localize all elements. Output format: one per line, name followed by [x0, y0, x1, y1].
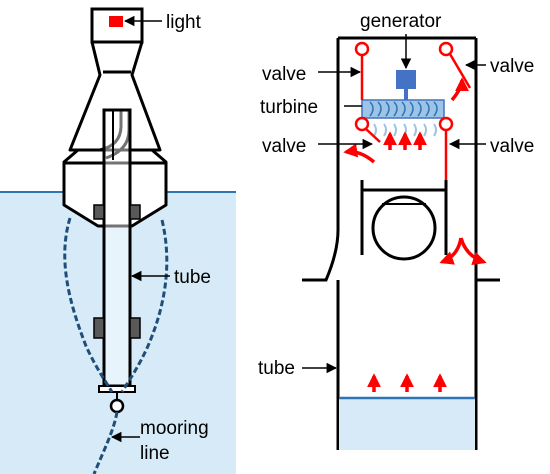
sea-water [0, 192, 236, 474]
valve-mid-right-label: valve [490, 136, 534, 157]
valve-top-right-label: valve [490, 56, 534, 77]
tube-water [339, 398, 475, 450]
mooring-label: mooring [140, 418, 209, 439]
right-owc-figure: generator turbine valve valve val [258, 11, 534, 450]
central-tube [102, 108, 132, 388]
turbine-label: turbine [260, 97, 318, 118]
mooring-line [92, 411, 119, 474]
generator-icon [396, 70, 416, 89]
curved-flow-arrow [343, 143, 376, 164]
light-label: light [166, 12, 202, 33]
light-icon [109, 16, 123, 27]
split-flow-arrow [459, 237, 487, 266]
mooring-chain-left [63, 217, 114, 393]
mooring-shackle [109, 398, 125, 414]
valve-top-right [438, 41, 454, 57]
generator-label: generator [360, 11, 442, 32]
turbine-blades [369, 101, 438, 117]
turbine-swirl [373, 123, 437, 137]
tube-fitting [93, 204, 105, 220]
tube-bottom-cap [98, 385, 136, 393]
valve-mid-right [438, 116, 454, 132]
valve-mid-left-label: valve [262, 136, 306, 157]
tube-fitting [129, 204, 141, 220]
tube-label-right: tube [258, 358, 295, 379]
valve-mid-left [354, 116, 370, 132]
mooring-chain-right [120, 219, 169, 393]
tube-fitting [129, 317, 141, 339]
float-ball [371, 195, 437, 261]
valve-top-left [354, 41, 370, 57]
valve-mid-left-flap [365, 128, 381, 143]
line-label: line [140, 443, 170, 464]
turbine-rotor [361, 99, 445, 119]
buoy-mast [68, 40, 162, 152]
valve-top-left-label: valve [262, 64, 306, 85]
left-buoy-figure: light tube mooring line [0, 7, 236, 474]
curved-flow-arrow [450, 77, 469, 102]
tube-fitting [93, 317, 105, 339]
tube-label-left: tube [174, 267, 211, 288]
